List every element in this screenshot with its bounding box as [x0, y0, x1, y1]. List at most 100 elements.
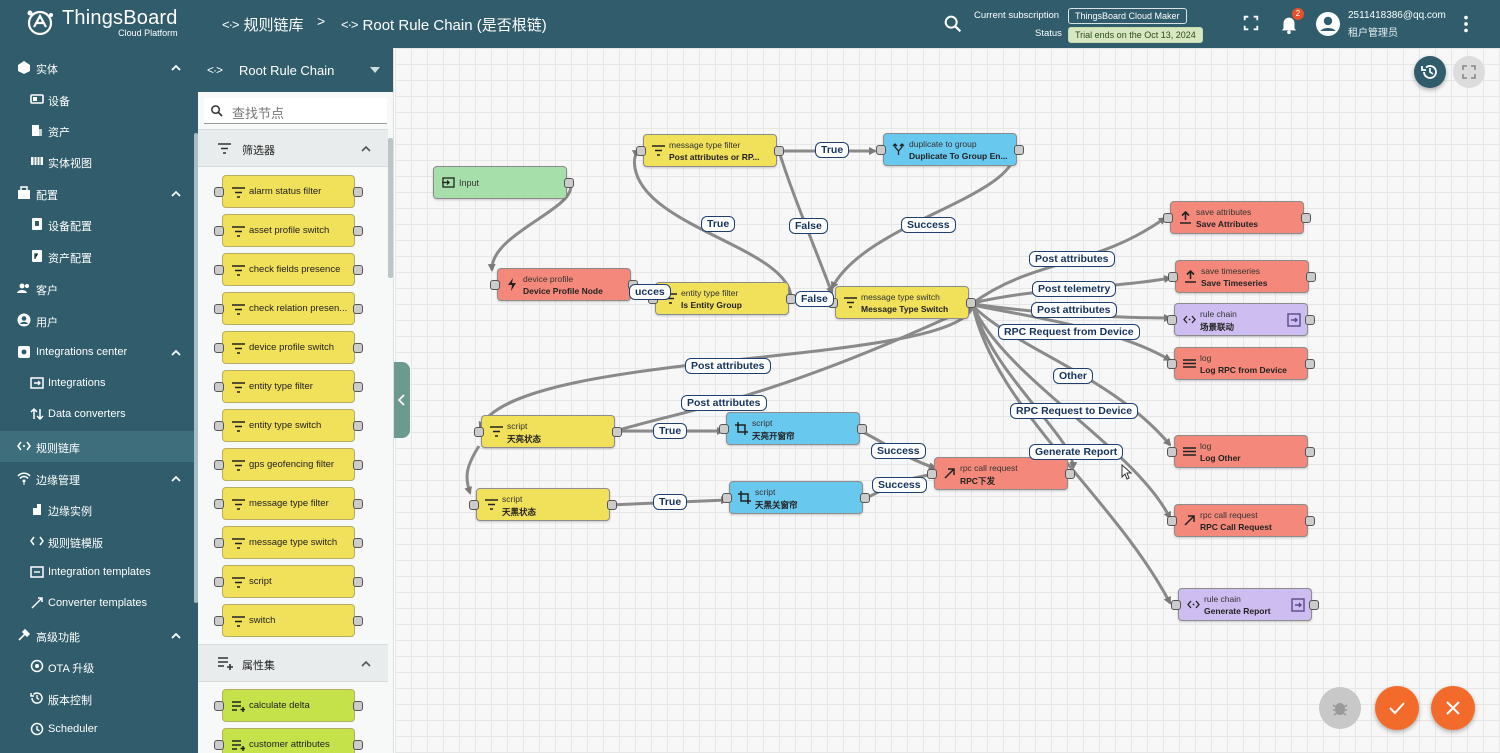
- connection-label[interactable]: Success: [871, 443, 926, 459]
- sidebar-item[interactable]: 实体: [0, 52, 194, 83]
- library-node[interactable]: message type switch: [214, 526, 363, 559]
- connection-label[interactable]: True: [653, 494, 688, 510]
- connection-label[interactable]: True: [653, 423, 688, 439]
- sidebar-scrollbar[interactable]: [194, 133, 198, 603]
- connection-label[interactable]: Post attributes: [1029, 251, 1115, 267]
- input-port[interactable]: [469, 500, 479, 510]
- sidebar-item[interactable]: OTA 升级: [0, 651, 194, 682]
- library-node[interactable]: message type filter: [214, 487, 363, 520]
- sidebar-item[interactable]: 客户: [0, 273, 194, 304]
- library-node[interactable]: check relation presen...: [214, 292, 363, 325]
- connection[interactable]: [614, 304, 975, 433]
- subscription-chip[interactable]: ThingsBoard Cloud Maker: [1068, 8, 1187, 24]
- connection-label[interactable]: Generate Report: [1029, 444, 1124, 460]
- sidebar-item[interactable]: 设备: [0, 84, 194, 115]
- connection[interactable]: [487, 182, 573, 272]
- connection-label[interactable]: Success: [872, 477, 927, 493]
- connection-label[interactable]: RPC Request from Device: [998, 324, 1140, 340]
- output-port[interactable]: [1305, 359, 1315, 369]
- output-port[interactable]: [1305, 516, 1315, 526]
- sidebar-item[interactable]: Integrations: [0, 368, 194, 399]
- sidebar-item[interactable]: 规则链模版: [0, 526, 194, 557]
- connection[interactable]: [830, 150, 1017, 290]
- input-port[interactable]: [490, 280, 500, 290]
- connection-label[interactable]: Post attributes: [1031, 302, 1117, 318]
- rule-node[interactable]: Input: [433, 166, 574, 199]
- sidebar-item[interactable]: 配置: [0, 178, 194, 209]
- connection-label[interactable]: Post attributes: [681, 395, 767, 411]
- decline-changes-button[interactable]: [1431, 686, 1475, 730]
- input-port[interactable]: [927, 469, 937, 479]
- sidebar-item[interactable]: Integrations center: [0, 337, 194, 368]
- apply-changes-button[interactable]: [1375, 686, 1419, 730]
- output-port[interactable]: [1305, 447, 1315, 457]
- input-port[interactable]: [1167, 315, 1177, 325]
- sidebar-item[interactable]: 用户: [0, 305, 194, 336]
- output-port[interactable]: [1065, 469, 1075, 479]
- library-collapse-handle[interactable]: [394, 362, 410, 438]
- rule-chain-selector[interactable]: <·> Root Rule Chain: [198, 48, 393, 92]
- category-enrichment[interactable]: 属性集: [198, 644, 388, 682]
- open-in-new-icon[interactable]: [1291, 598, 1305, 612]
- library-node[interactable]: check fields presence: [214, 253, 363, 286]
- input-port[interactable]: [1163, 213, 1173, 223]
- sidebar-item[interactable]: Scheduler: [0, 714, 194, 745]
- sidebar-item[interactable]: Data converters: [0, 399, 194, 430]
- input-port[interactable]: [876, 145, 886, 155]
- output-port[interactable]: [1306, 272, 1316, 282]
- sidebar-item[interactable]: 边缘管理: [0, 463, 194, 494]
- version-history-button[interactable]: [1414, 56, 1446, 88]
- input-port[interactable]: [1167, 516, 1177, 526]
- output-port[interactable]: [612, 427, 622, 437]
- connection[interactable]: [464, 445, 481, 495]
- connection-label[interactable]: False: [795, 291, 834, 307]
- sidebar-item[interactable]: Converter templates: [0, 588, 194, 619]
- notifications-icon[interactable]: [1278, 13, 1300, 35]
- more-vert-icon[interactable]: [1455, 13, 1477, 35]
- connection[interactable]: [631, 149, 793, 299]
- library-node[interactable]: asset profile switch: [214, 214, 363, 247]
- library-node[interactable]: customer attributes: [214, 728, 363, 753]
- connection-label[interactable]: Post attributes: [685, 358, 771, 374]
- output-port[interactable]: [1301, 213, 1311, 223]
- fullscreen-icon[interactable]: [1242, 14, 1260, 32]
- library-node[interactable]: gps geofencing filter: [214, 448, 363, 481]
- connection-label[interactable]: Other: [1053, 368, 1094, 384]
- connection-label[interactable]: ucces: [629, 284, 671, 300]
- output-port[interactable]: [607, 500, 617, 510]
- logo[interactable]: ThingsBoard Cloud Platform: [24, 7, 178, 39]
- sidebar-item[interactable]: 规则链库: [0, 431, 194, 462]
- connection-label[interactable]: True: [815, 142, 850, 158]
- output-port[interactable]: [1014, 145, 1024, 155]
- sidebar-item[interactable]: 资产: [0, 115, 194, 146]
- node-search-field[interactable]: 查找节点: [204, 98, 387, 124]
- sidebar-item[interactable]: 边缘实例: [0, 494, 194, 525]
- input-port[interactable]: [1168, 272, 1178, 282]
- sidebar-item[interactable]: 版本控制: [0, 683, 194, 714]
- library-node[interactable]: calculate delta: [214, 689, 363, 722]
- sidebar-item[interactable]: 高级功能: [0, 620, 194, 651]
- library-node[interactable]: entity type switch: [214, 409, 363, 442]
- account-icon[interactable]: [1315, 11, 1341, 37]
- input-port[interactable]: [1171, 600, 1181, 610]
- search-icon[interactable]: [942, 13, 964, 35]
- output-port[interactable]: [1305, 315, 1315, 325]
- sidebar-item[interactable]: 设备配置: [0, 209, 194, 240]
- input-port[interactable]: [474, 427, 484, 437]
- connection[interactable]: [971, 304, 1172, 447]
- output-port[interactable]: [857, 424, 867, 434]
- output-port[interactable]: [966, 298, 976, 308]
- library-node[interactable]: device profile switch: [214, 331, 363, 364]
- connection-label[interactable]: Post telemetry: [1032, 281, 1117, 297]
